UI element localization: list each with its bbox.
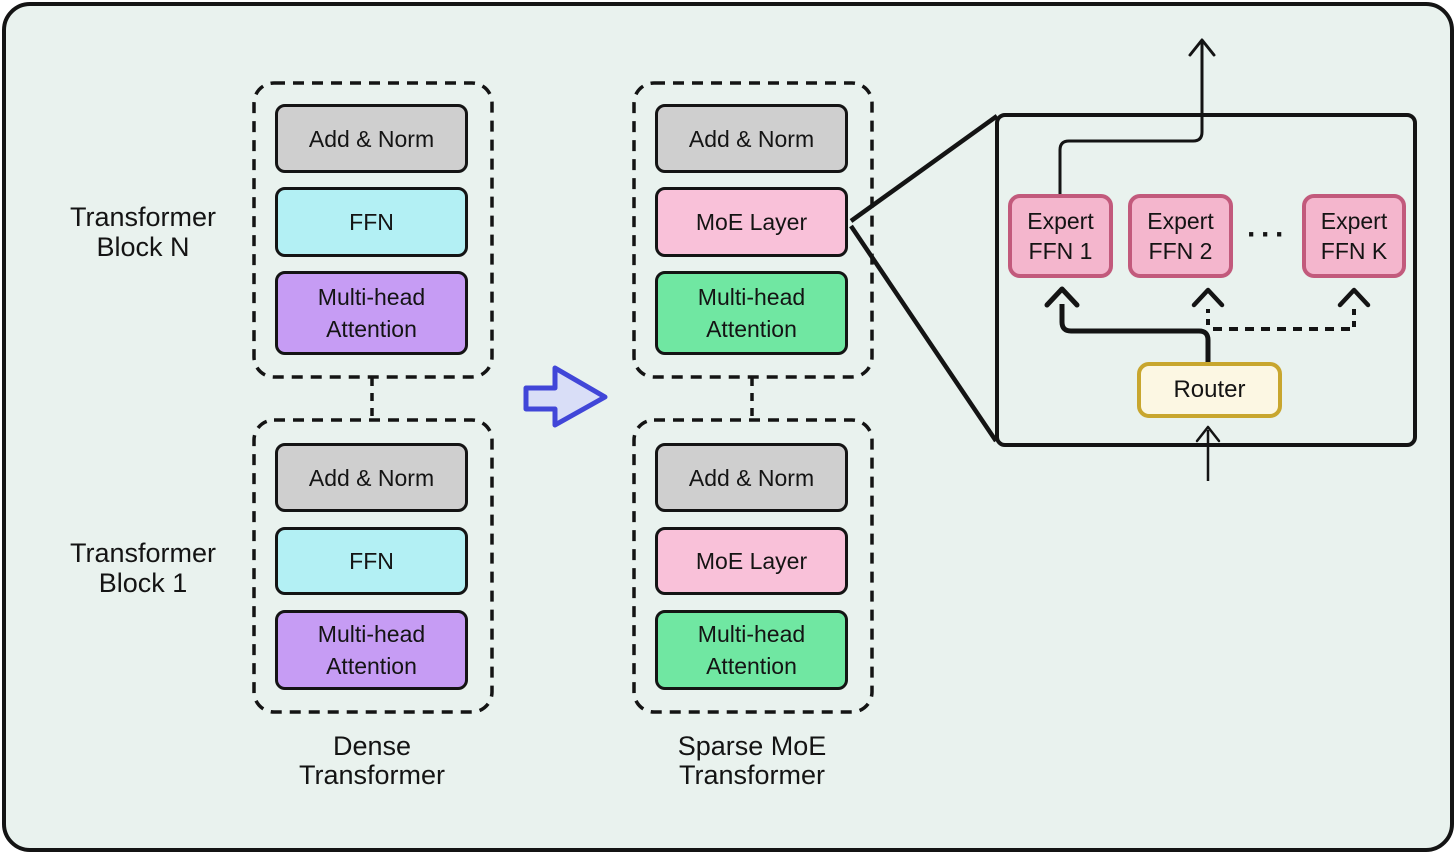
expert-label: FFN 2: [1148, 238, 1213, 264]
layer-label: FFN: [349, 209, 394, 235]
dense-1-attention-box: Multi-head Attention: [275, 610, 468, 690]
layer-label: Attention: [706, 316, 797, 342]
router-label: Router: [1173, 376, 1246, 403]
dense-n-attention-box: Multi-head Attention: [275, 271, 468, 355]
row-label-line: Transformer: [69, 202, 217, 232]
caption-line: Transformer: [678, 760, 826, 790]
caption-line: Dense: [332, 731, 412, 761]
experts-ellipsis: ···: [1247, 218, 1289, 251]
dense-1-add-norm-box: Add & Norm: [275, 443, 468, 512]
row-label-line: Block 1: [98, 568, 188, 598]
row-label-block-n: Transformer Block N: [33, 202, 253, 262]
expert-label: FFN K: [1320, 238, 1388, 264]
expert-label: Expert: [1027, 208, 1094, 234]
sparse-n-moe-layer-box: MoE Layer: [655, 187, 848, 257]
dense-1-ffn-box: FFN: [275, 527, 468, 595]
dense-n-ffn-box: FFN: [275, 187, 468, 257]
router-box: Router: [1137, 362, 1282, 418]
layer-label: Attention: [326, 316, 417, 342]
sparse-n-add-norm-box: Add & Norm: [655, 104, 848, 173]
expert-ffn-1-box: Expert FFN 1: [1008, 194, 1113, 278]
expert-label: Expert: [1147, 208, 1214, 234]
layer-label: Add & Norm: [308, 464, 435, 491]
layer-label: Multi-head: [317, 284, 426, 310]
sparse-1-attention-box: Multi-head Attention: [655, 610, 848, 690]
expert-ffn-k-box: Expert FFN K: [1302, 194, 1406, 278]
row-label-line: Block N: [96, 232, 190, 262]
sparse-n-attention-box: Multi-head Attention: [655, 271, 848, 355]
caption-line: Sparse MoE: [677, 731, 827, 761]
layer-label: FFN: [349, 548, 394, 574]
row-label-line: Transformer: [69, 538, 217, 568]
layer-label: Attention: [706, 653, 797, 679]
layer-label: Add & Norm: [688, 464, 815, 491]
layer-label: MoE Layer: [695, 209, 808, 235]
layer-label: Multi-head: [697, 284, 806, 310]
layer-label: MoE Layer: [695, 548, 808, 574]
caption-line: Transformer: [298, 760, 446, 790]
sparse-1-add-norm-box: Add & Norm: [655, 443, 848, 512]
dense-column-caption: Dense Transformer: [252, 732, 492, 790]
layer-label: Multi-head: [697, 621, 806, 647]
expert-label: FFN 1: [1028, 238, 1093, 264]
expert-ffn-2-box: Expert FFN 2: [1128, 194, 1233, 278]
expert-label: Expert: [1320, 208, 1388, 234]
layer-label: Add & Norm: [308, 125, 435, 152]
sparse-1-moe-layer-box: MoE Layer: [655, 527, 848, 595]
sparse-column-caption: Sparse MoE Transformer: [632, 732, 872, 790]
layer-label: Add & Norm: [688, 125, 815, 152]
layer-label: Multi-head: [317, 621, 426, 647]
row-label-block-1: Transformer Block 1: [33, 538, 253, 598]
layer-label: Attention: [326, 653, 417, 679]
dense-n-add-norm-box: Add & Norm: [275, 104, 468, 173]
